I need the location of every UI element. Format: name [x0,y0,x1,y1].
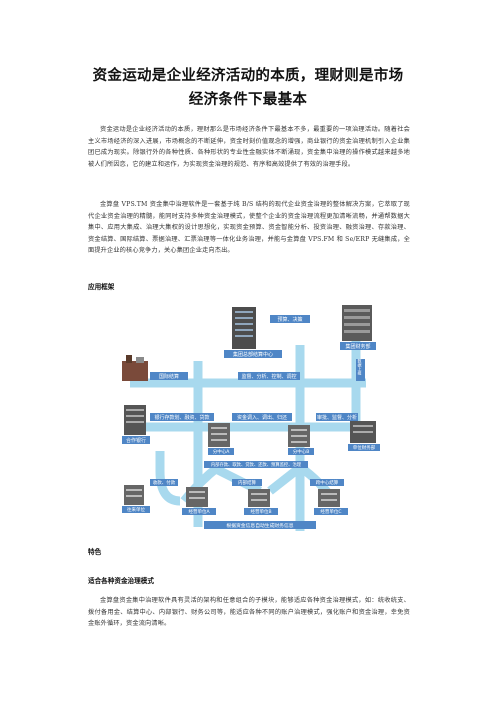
control-label-bg [238,372,300,380]
partner-bank-label-bg [122,436,150,444]
building-outside-unit [124,485,144,505]
sub-center-a-label: 分中心A [213,448,230,455]
bottom-note-label: 根据资金信息自动生成财务信息 [226,522,293,529]
building-op-unit-b [248,489,270,507]
building-unit-finance [350,421,376,443]
building-op-unit-c [318,489,340,507]
internal-ops-label: 内部存款、取款、贷款、还款、预算监控、治理 [211,461,302,468]
unit-finance-label-bg [348,444,380,451]
bank-transfer-label-bg [150,413,214,421]
building-op-unit-a [186,487,208,507]
fund-transfer-label-bg [232,413,292,421]
intl-settle-label: 国际结算 [159,373,179,380]
partner-bank-label: 合作银行 [126,437,146,444]
building-hq [232,307,256,349]
review-label-bg [316,413,358,421]
bank-transfer-label: 银行存款划、融资、贷款 [154,414,209,421]
building-sub-center-a [208,423,230,447]
modes-paragraph: 金算盘资金集中治理软件具有灵活的架构和任意组合的子模块，能够适应各种资金治理模式… [88,597,410,628]
control-label: 监督、分析、控制、调控 [241,373,296,380]
data-report-label: 数据上报 [358,358,363,376]
features-heading: 特色 [88,548,102,556]
modes-subheading: 适合各种资金治理模式 [88,577,154,585]
group-finance-label-bg [340,342,376,350]
sub-center-a-label-bg [208,448,234,455]
document-title-line-1: 资金运动是企业经济活动的本质，理财则是市场 [92,68,404,84]
group-finance-label: 集团财务部 [345,343,370,350]
intro-paragraph: 资金运动是企业经济活动的本质，理财那么是市场经济条件下最基本不多，最重要的一项治… [88,126,410,168]
arrow-curve-left [155,451,181,506]
op-unit-b-label-bg [244,508,278,515]
hq-center-label: 集团总部结算中心 [233,351,273,358]
op-unit-a-label: 经营单位A [188,508,210,515]
budget-label: 预算、决策 [277,316,302,323]
product-paragraph: 金算盘 VPS.TM 资金集中治理软件是一套基于纯 B/S 结构的现代企业资金治… [88,201,410,255]
framework-heading: 应用框架 [88,283,115,291]
building-group-finance [342,305,372,341]
ship-image [122,355,148,381]
op-unit-c-label: 经营单位C [320,508,341,515]
hq-center-label-bg [224,350,282,358]
bottom-note-label-bg [204,521,316,529]
receive-pay-label-bg [150,479,178,486]
inner-settle-label-bg [232,479,262,486]
internal-ops-label-bg [204,461,308,468]
application-framework-diagram: 集团总部结算中心 集团财务部 预算、决策 数据上报 国际结算 [120,301,382,531]
intl-settle-label-bg [150,372,188,380]
arrow-inner-right [267,465,301,495]
sub-center-b-label: 分中心B [293,448,310,455]
sub-center-b-label-bg [288,448,314,455]
outside-unit-label: 往来单位 [127,506,145,513]
receive-pay-label: 收款、付款 [153,479,176,486]
building-partner-bank [124,405,146,435]
budget-label-bg [270,315,310,323]
outside-unit-label-bg [122,506,150,513]
data-report-label-bg [356,359,365,381]
op-unit-b-label: 经营单位B [250,508,271,515]
fund-transfer-label: 资金调入、调出、归还 [237,414,287,421]
document-title-line-2: 经济条件下最基本 [188,92,308,108]
op-unit-a-label-bg [182,508,216,515]
building-sub-center-b [288,425,310,447]
branch-settle-label: 跨中心结算 [316,479,339,486]
unit-finance-label: 单位财务部 [353,444,376,451]
review-label: 审批、监督、分析 [317,414,357,421]
framework-diagram-svg: 集团总部结算中心 集团财务部 预算、决策 数据上报 国际结算 [122,305,380,531]
branch-settle-label-bg [310,479,344,486]
inner-settle-label: 内部结算 [238,479,256,486]
op-unit-c-label-bg [314,508,348,515]
